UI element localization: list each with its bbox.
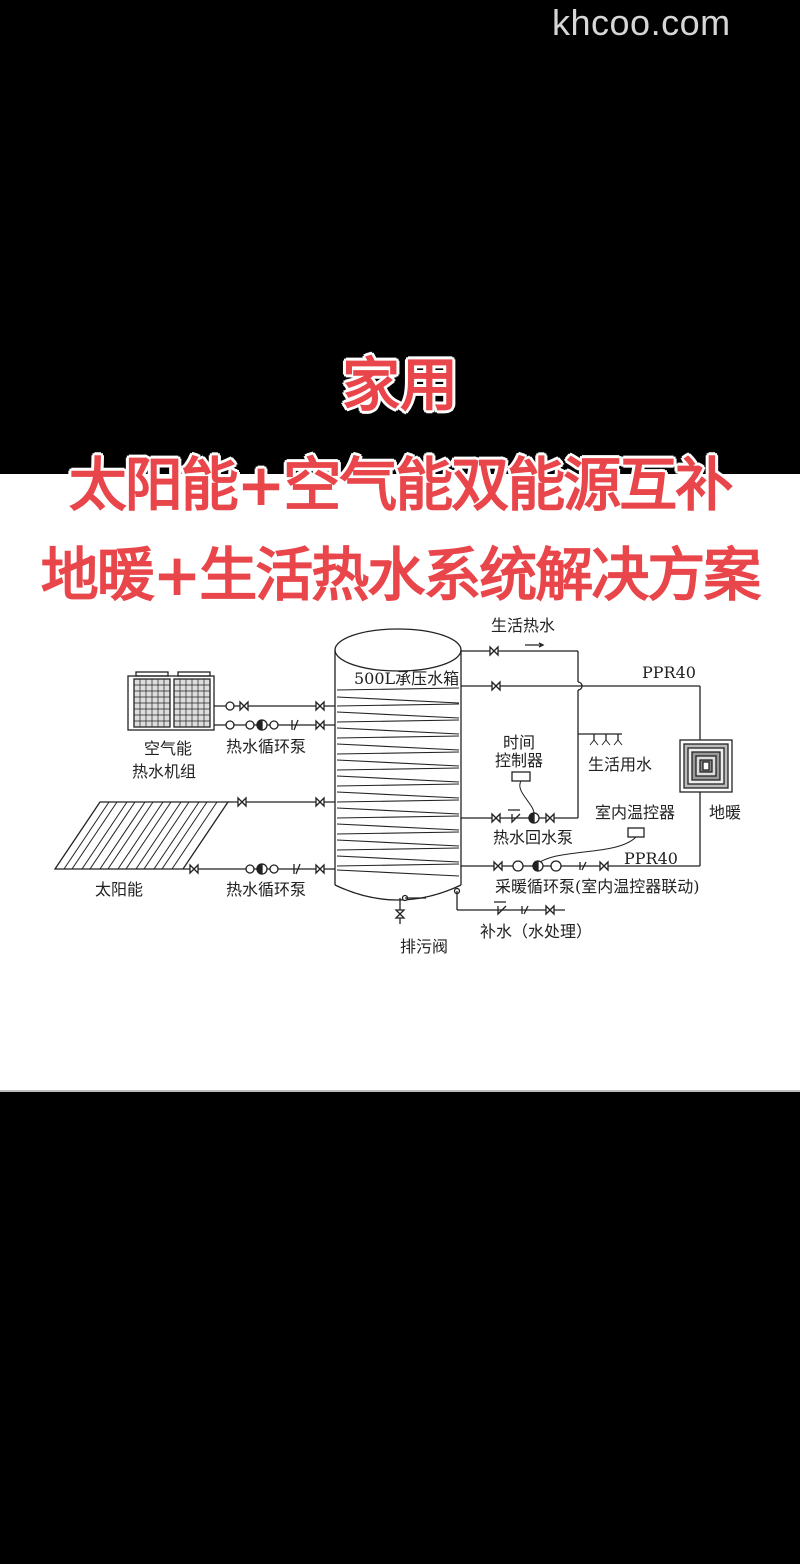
label-floor-heating: 地暖: [709, 803, 741, 822]
diagram-panel: [0, 474, 800, 1092]
label-domestic-use: 生活用水: [588, 755, 652, 774]
pressure-tank: [334, 628, 462, 901]
label-pump-air: 热水循环泵: [226, 737, 306, 756]
title-line-1: 家用: [341, 351, 458, 419]
label-solar: 太阳能: [95, 880, 143, 899]
floor-heating-coil: [679, 739, 733, 793]
label-air-source-1: 空气能: [144, 739, 192, 758]
system-diagram: 500L承压水箱 生活热水 PPR40 空气能 热水机组 热水循环泵 时间 控制…: [53, 616, 741, 956]
label-ppr40-bottom: PPR40: [624, 849, 678, 868]
label-domestic-hot-water: 生活热水: [491, 616, 555, 635]
air-source-unit: [127, 671, 215, 731]
label-air-source-2: 热水机组: [132, 762, 196, 781]
heat-exchanger-coil: [336, 687, 460, 877]
title-line-2: 太阳能+空气能双能源互补: [68, 451, 734, 519]
label-pump-solar: 热水循环泵: [226, 880, 306, 899]
label-makeup-water: 补水（水处理）: [480, 922, 592, 941]
label-drain-valve: 排污阀: [400, 937, 448, 956]
solar-collector: [53, 801, 230, 870]
label-timer-2: 控制器: [495, 751, 543, 770]
label-heating-pump: 采暖循环泵(室内温控器联动): [495, 877, 700, 896]
watermark: khcoo.com: [552, 2, 731, 43]
label-return-pump: 热水回水泵: [493, 828, 573, 847]
label-timer-1: 时间: [503, 733, 535, 752]
label-room-thermostat: 室内温控器: [595, 803, 675, 822]
label-ppr40-top: PPR40: [642, 663, 696, 682]
title-line-3: 地暖+生活热水系统解决方案: [40, 541, 762, 609]
tank-label: 500L承压水箱: [354, 669, 459, 688]
